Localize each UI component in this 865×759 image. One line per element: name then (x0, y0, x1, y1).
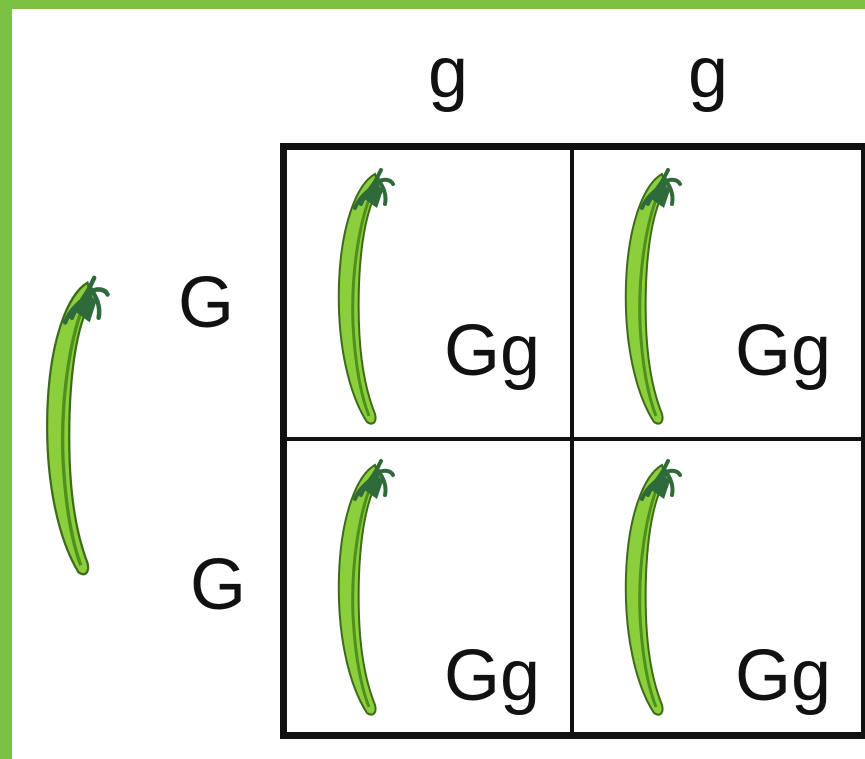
pea-pod-icon (614, 455, 684, 717)
punnett-cell: Gg (574, 441, 861, 732)
pea-pod-icon (327, 455, 397, 717)
punnett-cell: Gg (574, 150, 861, 441)
top-allele-1: g (428, 37, 468, 109)
punnett-cell: Gg (287, 441, 574, 732)
top-allele-2: g (688, 37, 728, 109)
genotype-label: Gg (735, 640, 831, 712)
left-allele-2: G (190, 549, 246, 621)
genotype-label: Gg (444, 315, 540, 387)
genotype-label: Gg (735, 315, 831, 387)
punnett-square: Gg Gg Gg Gg (280, 143, 865, 739)
pea-pod-icon (327, 164, 397, 426)
parent-pea-pod-icon (34, 271, 112, 577)
pea-pod-icon (614, 164, 684, 426)
punnett-cell: Gg (287, 150, 574, 441)
left-allele-1: G (178, 267, 234, 339)
genotype-label: Gg (444, 640, 540, 712)
